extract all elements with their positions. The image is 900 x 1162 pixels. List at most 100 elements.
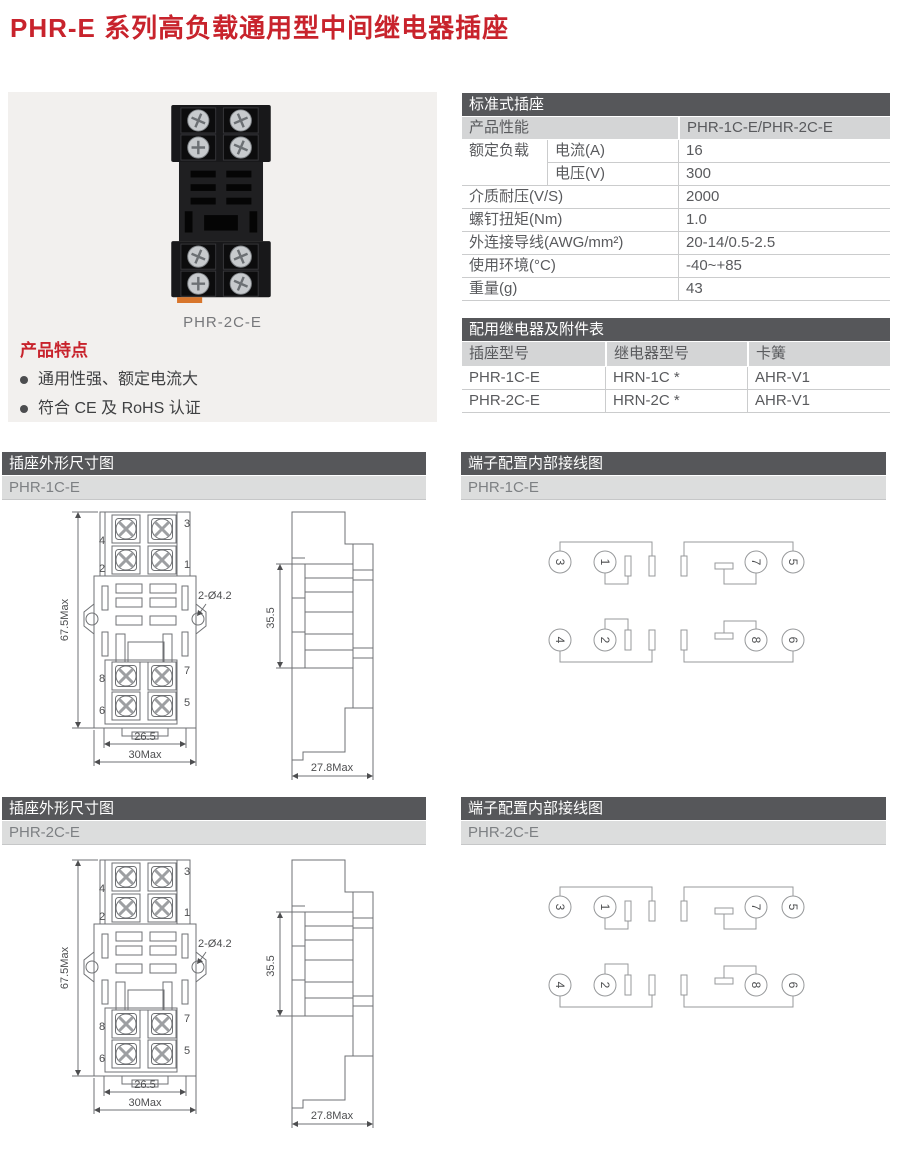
accessory-col-header: 插座型号 [469, 345, 530, 362]
wiring-diagram-2: 3 1 7 5 4 2 8 6 [548, 886, 805, 1008]
spec-row-value: 1.0 [678, 209, 890, 231]
pin-number: 7 [749, 904, 763, 911]
pin-number: 7 [749, 559, 763, 566]
bullet-icon [20, 405, 28, 413]
product-caption: PHR-2C-E [183, 314, 262, 331]
pin-number: 2 [598, 637, 612, 644]
wiring-section-model: PHR-2C-E [461, 821, 886, 845]
terminal-number: 1 [184, 559, 190, 571]
spec-table: 标准式插座 产品性能 PHR-1C-E/PHR-2C-E 额定负载 电流(A) … [462, 93, 890, 301]
accessory-header-row: 插座型号 继电器型号 卡簧 [462, 342, 890, 367]
pin-number: 8 [749, 982, 763, 989]
product-photo [171, 105, 271, 303]
accessory-clip: AHR-V1 [747, 367, 889, 389]
terminal-number: 2 [99, 911, 105, 923]
bullet-icon [20, 376, 28, 384]
inner-width-label: 26.5 [134, 731, 155, 743]
overall-width-label: 30Max [128, 749, 162, 761]
spec-load-rows: 额定负载 电流(A) 16 电压(V) 300 [462, 140, 890, 186]
page-title: PHR-E 系列高负载通用型中间继电器插座 [10, 13, 510, 43]
accessory-col-header: 继电器型号 [605, 342, 747, 366]
dim-section-model: PHR-2C-E [2, 821, 426, 845]
spec-voltage-label: 电压(V) [547, 163, 678, 185]
spec-current-value: 16 [678, 140, 890, 162]
pin-number: 4 [553, 982, 567, 989]
wiring-section-1: 端子配置内部接线图 PHR-1C-E [461, 452, 886, 500]
feature-text: 符合 CE 及 RoHS 认证 [38, 400, 201, 417]
side-height-label: 35.5 [265, 955, 277, 976]
spec-row: 螺钉扭矩(Nm) 1.0 [462, 209, 890, 232]
side-height-label: 35.5 [265, 607, 277, 628]
front-view-drawing-1: 67.5Max 2-Ø4.2 26.5 30Max 3 4 2 1 8 7 6 … [59, 511, 232, 766]
accessory-row: PHR-1C-E HRN-1C * AHR-V1 [462, 367, 890, 390]
side-depth-label: 27.8Max [311, 762, 354, 774]
side-view-drawing-1: 35.5 27.8Max [265, 511, 374, 780]
overall-height-label: 67.5Max [59, 598, 71, 641]
pin-number: 1 [598, 559, 612, 566]
terminal-number: 1 [184, 907, 190, 919]
accessory-table-title-bar: 配用继电器及附件表 [462, 318, 890, 342]
terminal-number: 4 [99, 535, 105, 547]
accessory-col-header: 卡簧 [747, 342, 889, 366]
pin-number: 8 [749, 637, 763, 644]
spec-row-label: 外连接导线(AWG/mm²) [469, 234, 624, 251]
terminal-number: 6 [99, 1053, 105, 1065]
spec-row-voltage: 电压(V) 300 [547, 163, 890, 186]
spec-row-value: 2000 [678, 186, 890, 208]
terminal-number: 7 [184, 1013, 190, 1025]
screw-terminals-top [180, 107, 259, 161]
product-photo-panel: PHR-2C-E 产品特点 通用性强、额定电流大 符合 CE 及 RoHS 认证 [8, 92, 437, 422]
accessory-relay: HRN-2C * [605, 390, 747, 412]
spec-row: 使用环境(°C) -40~+85 [462, 255, 890, 278]
wiring-section-title: 端子配置内部接线图 [461, 452, 886, 476]
spec-row: 介质耐压(V/S) 2000 [462, 186, 890, 209]
spec-current-label: 电流(A) [547, 140, 678, 162]
spec-perf-label: 产品性能 [469, 119, 530, 136]
accessory-row: PHR-2C-E HRN-2C * AHR-V1 [462, 390, 890, 413]
feature-text: 通用性强、额定电流大 [38, 371, 199, 388]
dim-section-model: PHR-1C-E [2, 476, 426, 500]
side-view-drawing-2: 35.5 27.8Max [265, 859, 374, 1128]
socket-slots [184, 170, 258, 233]
spec-row-label: 螺钉扭矩(Nm) [469, 211, 563, 228]
terminal-number: 8 [99, 673, 105, 685]
feature-item: 符合 CE 及 RoHS 认证 [20, 399, 420, 419]
dim-section-2: 插座外形尺寸图 PHR-2C-E [2, 797, 426, 845]
dim-section-title: 插座外形尺寸图 [2, 797, 426, 821]
terminal-number: 4 [99, 883, 105, 895]
pin-number: 6 [786, 982, 800, 989]
dim-section-title: 插座外形尺寸图 [2, 452, 426, 476]
spec-row: 重量(g) 43 [462, 278, 890, 301]
spec-row-current: 电流(A) 16 [547, 140, 890, 163]
terminal-number: 3 [184, 866, 190, 878]
hole-callout-label: 2-Ø4.2 [198, 938, 232, 950]
overall-width-label: 30Max [128, 1097, 162, 1109]
product-features: 产品特点 通用性强、额定电流大 符合 CE 及 RoHS 认证 [20, 336, 420, 419]
terminal-number: 5 [184, 1045, 190, 1057]
screw-terminals-bottom [180, 243, 259, 297]
accessory-table: 配用继电器及附件表 插座型号 继电器型号 卡簧 PHR-1C-E HRN-1C … [462, 318, 890, 413]
feature-item: 通用性强、额定电流大 [20, 370, 420, 390]
terminal-number: 5 [184, 697, 190, 709]
pin-number: 5 [786, 559, 800, 566]
wiring-section-2: 端子配置内部接线图 PHR-2C-E [461, 797, 886, 845]
side-depth-label: 27.8Max [311, 1110, 354, 1122]
features-title: 产品特点 [20, 341, 88, 360]
overall-height-label: 67.5Max [59, 946, 71, 989]
spec-table-title-bar: 标准式插座 [462, 93, 890, 117]
terminal-number: 2 [99, 563, 105, 575]
spec-row-label: 使用环境(°C) [469, 257, 556, 274]
pin-number: 2 [598, 982, 612, 989]
spec-row-value: -40~+85 [678, 255, 890, 277]
terminal-number: 7 [184, 665, 190, 677]
dim-section-1: 插座外形尺寸图 PHR-1C-E [2, 452, 426, 500]
pin-number: 3 [553, 559, 567, 566]
wiring-diagram-1: 3 1 7 5 4 2 8 6 [548, 541, 805, 663]
spec-header-row: 产品性能 PHR-1C-E/PHR-2C-E [462, 117, 890, 140]
wiring-section-model: PHR-1C-E [461, 476, 886, 500]
terminal-number: 8 [99, 1021, 105, 1033]
spec-row: 外连接导线(AWG/mm²) 20-14/0.5-2.5 [462, 232, 890, 255]
mounting-clip [177, 297, 203, 303]
spec-voltage-value: 300 [678, 163, 890, 185]
